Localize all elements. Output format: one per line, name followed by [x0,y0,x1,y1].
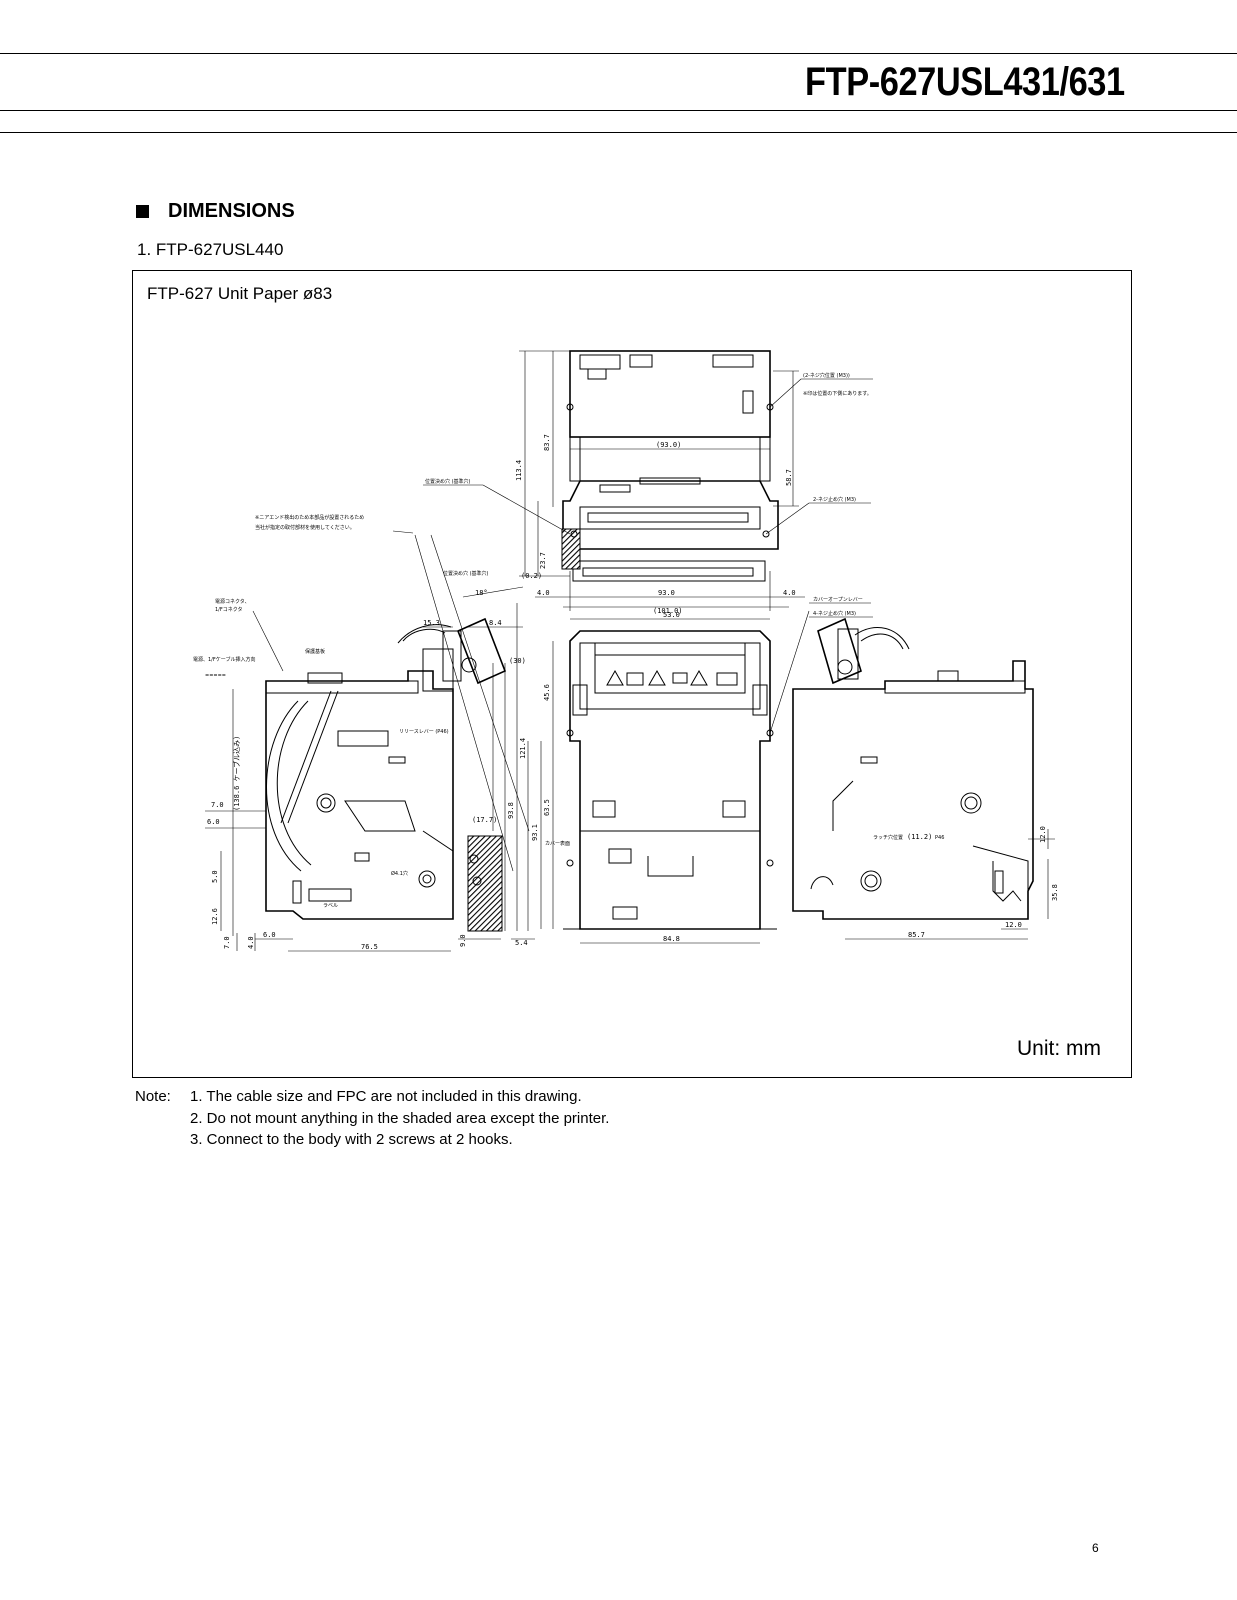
top-view: (93.0) 93.0 (101.0) 4.0 4.0 (0.2) 113.4 … [255,350,873,615]
svg-text:※ニアエンド検出のため本部品が設置されるため: ※ニアエンド検出のため本部品が設置されるため [255,514,364,521]
note-item-1: Note: 1. The cable size and FPC are not i… [135,1086,609,1108]
svg-text:位置決め穴 (基準穴): 位置決め穴 (基準穴) [443,570,489,577]
svg-text:当社が指定の取付部材を使用してください。: 当社が指定の取付部材を使用してください。 [255,524,355,531]
dim-7-0-b: 7.0 [223,936,231,949]
dim-4-right: 4.0 [783,589,796,597]
dim-9-0: 9.0 [459,934,467,947]
dim-121-4: 121.4 [519,738,527,759]
square-bullet-icon [136,205,149,218]
section-heading: DIMENSIONS [136,200,295,223]
dim-30: (30) [509,657,526,665]
svg-text:P46: P46 [935,835,944,841]
dim-6-0-a: 6.0 [207,818,220,826]
dim-83-7: 83.7 [543,434,551,451]
svg-text:保護基板: 保護基板 [305,648,325,655]
dim-4-0: 4.0 [247,936,255,949]
note-prefix: Note: [135,1088,171,1105]
dim-93-1: 93.1 [531,824,539,841]
dim-5-4: 5.4 [515,939,528,947]
dim-63-5: 63.5 [543,799,551,816]
front-view: 53.0 84.8 45.6 63.5 93.1 カバー表面 カバーオープンレバ… [531,597,873,944]
document-title: FTP-627USL431/631 [805,60,1125,104]
unit-label: Unit: mm [1017,1037,1101,1060]
drawing-frame: FTP-627 Unit Paper ø83 [132,270,1132,1078]
dim-84-8: 84.8 [663,935,680,943]
dim-93-top: (93.0) [656,441,681,449]
svg-text:カバーオープンレバー: カバーオープンレバー [813,597,863,603]
dim-7-0-a: 7.0 [211,801,224,809]
dim-5-0: 5.0 [211,870,219,883]
dim-23-7: 23.7 [539,552,547,569]
dim-45-6: 45.6 [543,684,551,701]
dim-17-7: (17.7) [472,816,497,824]
dim-11-2: (11.2) [907,833,932,841]
dim-6-0-b: 6.0 [263,931,276,939]
note-text-1: 1. The cable size and FPC are not includ… [190,1088,582,1105]
svg-text:カバー表面: カバー表面 [545,840,570,847]
dim-15-3: 15.3 [423,619,440,627]
note-item-2: 2. Do not mount anything in the shaded a… [190,1109,610,1127]
svg-text:ラッチ穴位置: ラッチ穴位置 [873,834,903,841]
dim-93-bottom: 93.0 [658,589,675,597]
dim-85-7: 85.7 [908,931,925,939]
svg-text:電源コネクタ、: 電源コネクタ、 [215,598,250,605]
svg-text:=====: ===== [205,673,226,679]
svg-text:Ø4.1穴: Ø4.1穴 [391,870,408,877]
dim-35-8: 35.8 [1051,884,1059,901]
section-title: DIMENSIONS [168,200,295,222]
dim-18-deg: 18° [475,589,488,597]
header-rule-middle [0,110,1237,111]
figure-caption: FTP-627 Unit Paper ø83 [147,284,333,303]
svg-text:4-ネジ止め穴 (M3): 4-ネジ止め穴 (M3) [813,610,856,617]
dim-93-8: 93.8 [507,802,515,819]
right-side-view: 85.7 12.0 12.0 35.8 ラッチ穴位置 (11.2) P46 [792,617,1059,940]
page-number: 6 [1092,1541,1099,1555]
svg-text:1/Fコネクタ: 1/Fコネクタ [215,606,243,613]
svg-text:ラベル: ラベル [323,903,338,909]
dim-8-4: 8.4 [489,619,502,627]
svg-text:(2-ネジ穴位置 (M3)): (2-ネジ穴位置 (M3)) [803,372,850,379]
left-side-view: 7.0 6.0 5.0 12.6 7.0 4.0 6.0 76.5 9.0 5.… [193,534,535,952]
dim-12-0-a: 12.0 [1005,921,1022,929]
dim-101: (101.0) [653,607,683,615]
dim-113-4: 113.4 [515,460,523,481]
dimension-drawing: (93.0) 93.0 (101.0) 4.0 4.0 (0.2) 113.4 … [193,350,1059,952]
svg-text:※印は位置の下側にあります。: ※印は位置の下側にあります。 [803,390,872,397]
notes: Note: 1. The cable size and FPC are not i… [135,1086,609,1151]
svg-text:電源、1/Fケーブル挿入方向: 電源、1/Fケーブル挿入方向 [193,656,255,663]
dim-4-left: 4.0 [537,589,550,597]
header-rule-top [0,53,1237,54]
dim-138-6: (138.6 ケーブル込み) [232,736,241,811]
note-item-3: 3. Connect to the body with 2 screws at … [190,1131,513,1148]
dim-0-2: (0.2) [521,572,542,580]
svg-text:2-ネジ止め穴 (M3): 2-ネジ止め穴 (M3) [813,496,856,503]
dim-53-0: 53.0 [663,611,680,619]
section-subtitle: 1. FTP-627USL440 [137,240,284,259]
svg-text:位置決め穴 (基準穴): 位置決め穴 (基準穴) [425,478,471,485]
svg-text:リリースレバー (P46): リリースレバー (P46) [399,729,449,735]
dim-12-6: 12.6 [211,908,219,925]
dim-12-0-b: 12.0 [1039,826,1047,843]
dim-58-7: 58.7 [785,469,793,486]
header-rule-bottom [0,132,1237,133]
dim-76-5: 76.5 [361,943,378,951]
